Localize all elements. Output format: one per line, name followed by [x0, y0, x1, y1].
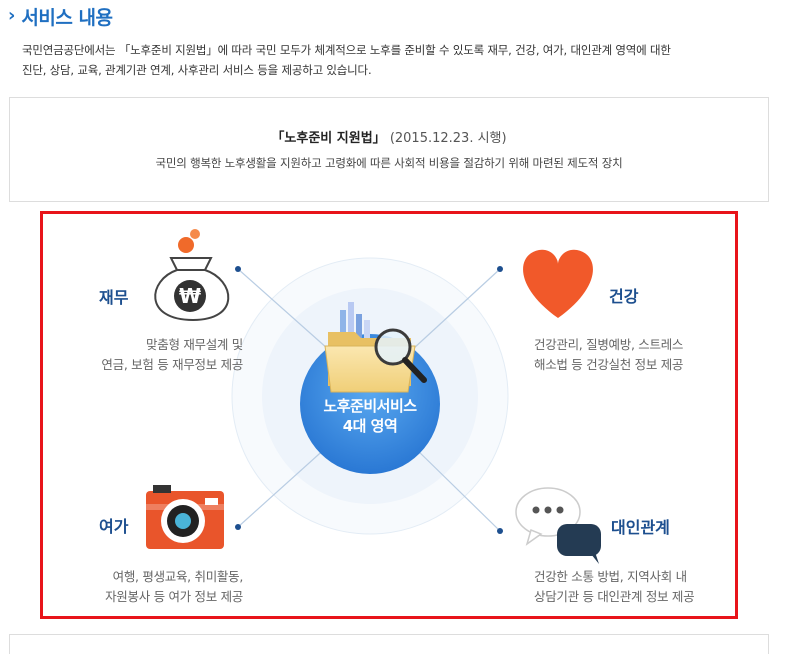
finance-desc-line-1: 맞춤형 재무설계 및	[146, 337, 243, 352]
leisure-label: 여가	[99, 517, 129, 536]
relations-desc-line-1: 건강한 소통 방법, 지역사회 내	[534, 569, 687, 584]
finance-desc-line-2: 연금, 보험 등 재무정보 제공	[101, 357, 243, 372]
health-description: 건강관리, 질병예방, 스트레스 해소법 등 건강실천 정보 제공	[534, 335, 734, 375]
finance-description: 맞춤형 재무설계 및 연금, 보험 등 재무정보 제공	[63, 335, 243, 375]
health-label: 건강	[609, 287, 639, 306]
center-label: 노후준비서비스 4대 영역	[300, 396, 440, 436]
camera-icon	[146, 485, 224, 549]
relations-desc-line-2: 상담기관 등 대인관계 정보 제공	[534, 589, 695, 604]
won-symbol: ₩	[179, 284, 201, 308]
relations-description: 건강한 소통 방법, 지역사회 내 상담기관 등 대인관계 정보 제공	[534, 567, 734, 607]
section-title: 서비스 내용	[21, 6, 113, 29]
magnifier-icon	[374, 328, 427, 383]
law-title-line: 「노후준비 지원법」 (2015.12.23. 시행)	[10, 127, 768, 146]
section-heading: › 서비스 내용	[8, 4, 113, 29]
heart-icon	[523, 249, 593, 318]
diagram-graphics: ₩	[146, 229, 601, 564]
center-label-line-2: 4대 영역	[342, 417, 398, 435]
center-label-line-1: 노후준비서비스	[323, 397, 417, 415]
intro-paragraph: 국민연금공단에서는 「노후준비 지원법」에 따라 국민 모두가 체계적으로 노후…	[22, 40, 782, 80]
service-areas-diagram: ₩ 노후준비서비스 4대 영역 재무 맞춤형 재무설계 및	[40, 211, 738, 619]
health-desc-line-1: 건강관리, 질병예방, 스트레스	[534, 337, 684, 352]
chevron-right-icon: ›	[8, 5, 16, 26]
speech-bubbles-icon	[515, 487, 601, 564]
connector-dots	[235, 266, 503, 534]
leisure-desc-line-2: 자원봉사 등 여가 정보 제공	[105, 589, 243, 604]
leisure-description: 여행, 평생교육, 취미활동, 자원봉사 등 여가 정보 제공	[63, 567, 243, 607]
next-content-box	[9, 634, 769, 654]
money-bag-icon	[154, 229, 230, 322]
health-desc-line-2: 해소법 등 건강실천 정보 제공	[534, 357, 684, 372]
law-description: 국민의 행복한 노후생활을 지원하고 고령화에 따른 사회적 비용을 절감하기 …	[155, 156, 623, 170]
bar-graph-icon	[340, 302, 370, 344]
law-info-box: 「노후준비 지원법」 (2015.12.23. 시행) 국민의 행복한 노후생활…	[9, 97, 769, 202]
leisure-desc-line-1: 여행, 평생교육, 취미활동,	[112, 569, 244, 584]
intro-line-1: 국민연금공단에서는 「노후준비 지원법」에 따라 국민 모두가 체계적으로 노후…	[22, 43, 671, 57]
connector-lines	[237, 268, 501, 532]
law-title: 「노후준비 지원법」	[271, 131, 386, 146]
intro-line-2: 진단, 상담, 교육, 관계기관 연계, 사후관리 서비스 등을 제공하고 있습…	[22, 63, 372, 77]
relations-label: 대인관계	[611, 518, 670, 537]
finance-label: 재무	[99, 288, 129, 307]
law-date: (2015.12.23. 시행)	[389, 131, 507, 146]
